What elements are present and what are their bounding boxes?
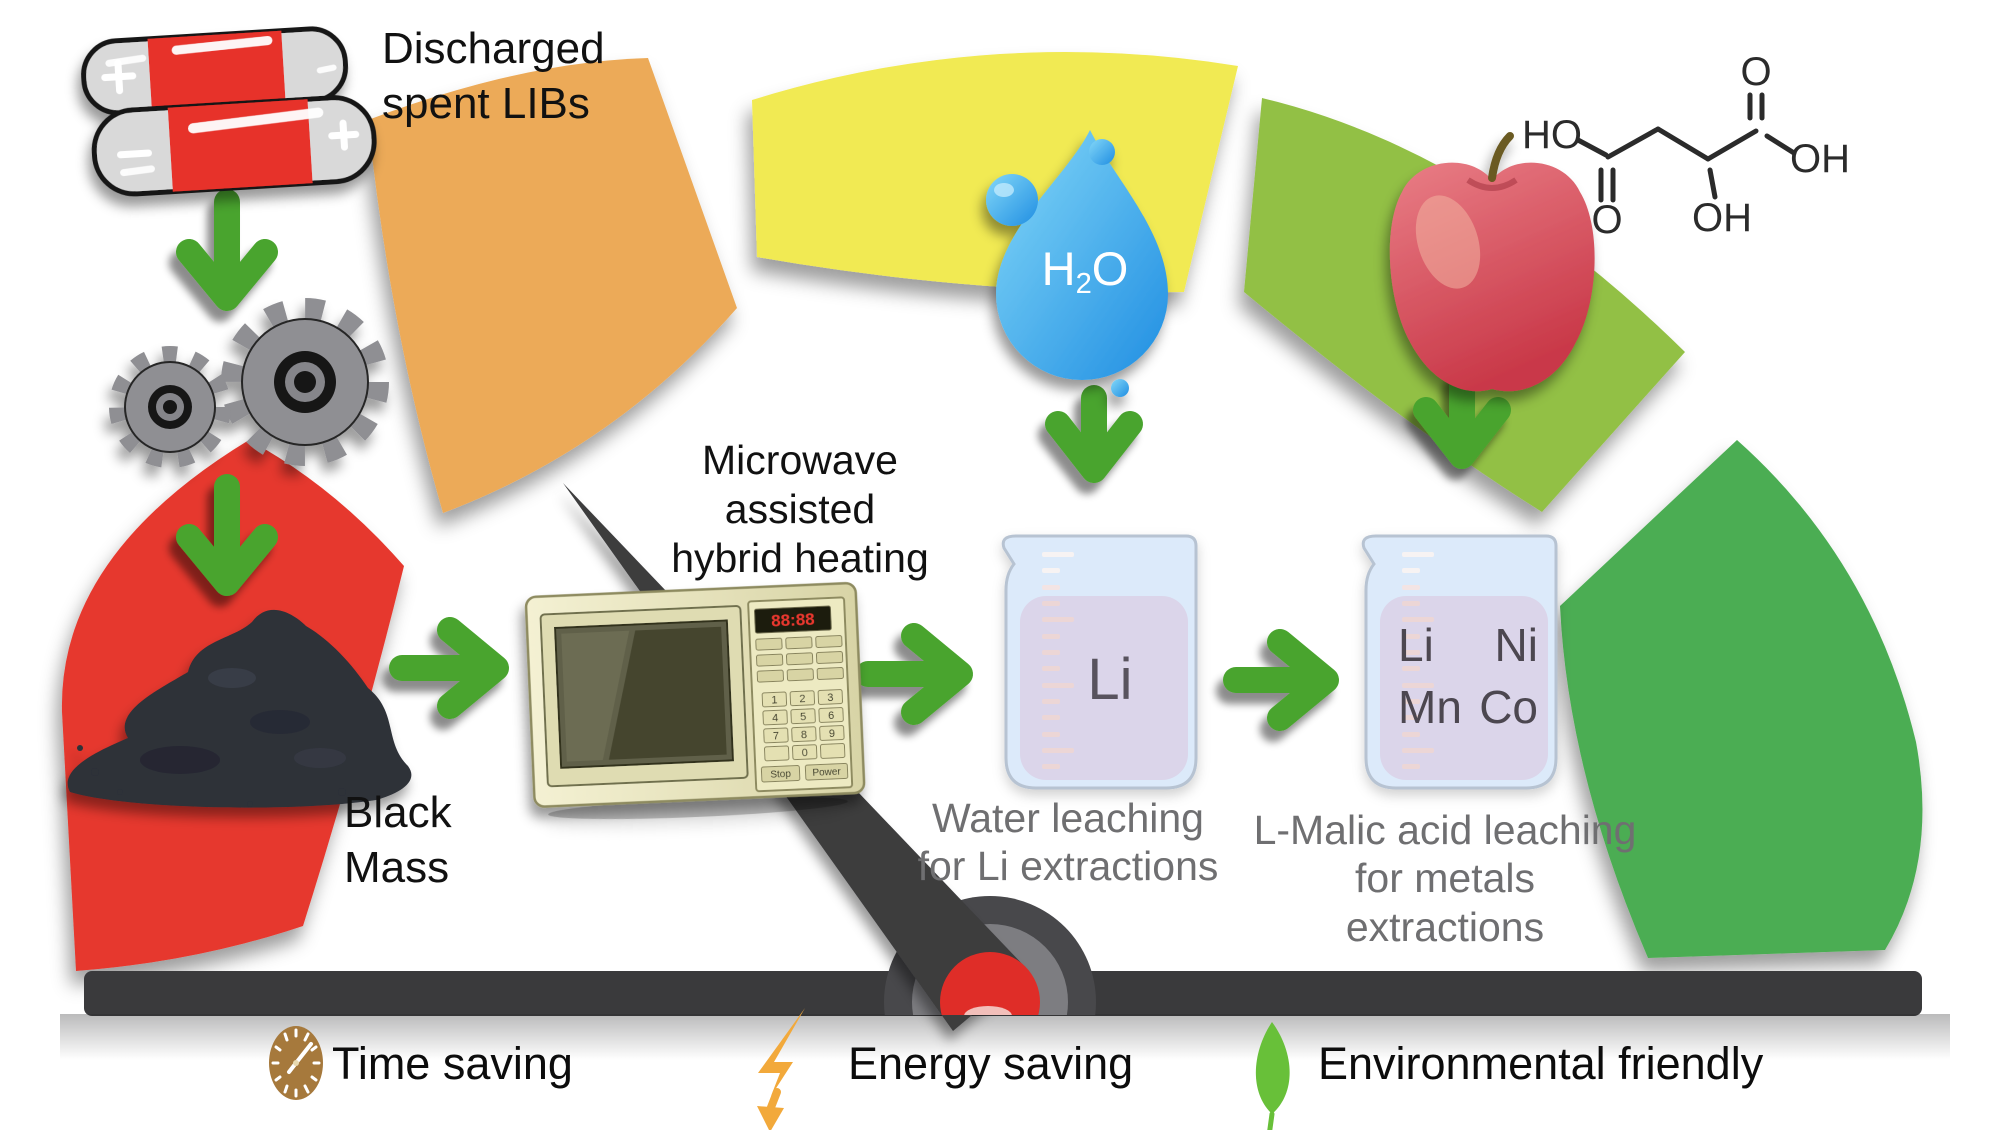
- legend-environmental-friendly: Environmental friendly: [1318, 1038, 1764, 1089]
- leaf-icon: [1255, 1022, 1290, 1130]
- malic-leaching-caption: L-Malic acid leaching for metals extract…: [1225, 806, 1665, 951]
- arrow-down-batteries-to-gears: [176, 189, 278, 311]
- svg-text:5: 5: [800, 711, 807, 723]
- microwave-power-button: Power: [812, 767, 841, 779]
- h2o-h: H: [1041, 242, 1076, 295]
- water-leaching-line1: Water leaching: [932, 795, 1204, 841]
- water-drop-icon: [986, 130, 1168, 397]
- metal-ni: Ni: [1494, 619, 1538, 671]
- svg-text:6: 6: [828, 710, 835, 722]
- black-mass-label-line2: Mass: [344, 842, 450, 892]
- clock-icon: [269, 1026, 323, 1100]
- arrow-right-blackmass-to-microwave: [389, 617, 509, 719]
- svg-text:2: 2: [799, 693, 806, 705]
- batteries-icon: [81, 26, 377, 197]
- arrow-right-beaker-to-beaker: [1223, 629, 1339, 731]
- microwave-keypad: 1 2 3 4 5 6 7 8 9 0: [771, 692, 836, 759]
- black-mass-icon: [67, 609, 412, 808]
- bar-shadow: [60, 1014, 1950, 1060]
- gauge-arc-orange: [368, 58, 737, 513]
- svg-text:1: 1: [771, 694, 778, 706]
- beaker-scale-ticks: [1402, 552, 1434, 769]
- legend-energy-saving: Energy saving: [848, 1038, 1134, 1089]
- microwave-icon: 88:88 1 2 3 4 5 6 7 8 9 0 Stop Power: [524, 581, 866, 820]
- malic-leaching-line2: for metals: [1355, 855, 1535, 902]
- microwave-display: 88:88: [771, 610, 815, 631]
- svg-text:8: 8: [801, 729, 808, 741]
- beaker-li-icon: [1001, 534, 1198, 790]
- metal-li: Li: [1398, 619, 1434, 671]
- svg-text:0: 0: [801, 747, 808, 759]
- beaker-scale-ticks: [1042, 552, 1074, 769]
- microwave-stop-button: Stop: [770, 769, 791, 781]
- lightning-icon: [757, 1008, 805, 1130]
- arrow-down-apple-to-beaker: [1413, 367, 1511, 469]
- water-leaching-caption: Water leaching for Li extractions: [886, 794, 1250, 891]
- svg-text:3: 3: [827, 692, 834, 704]
- svg-text:HO: HO: [1522, 113, 1582, 157]
- metal-co: Co: [1479, 681, 1538, 734]
- beaker-metals-content: Li Ni Mn Co: [1398, 614, 1538, 738]
- metal-mn: Mn: [1398, 681, 1462, 734]
- legend-time-saving: Time saving: [332, 1038, 573, 1089]
- svg-text:OH: OH: [1790, 137, 1850, 181]
- batteries-label-line1: Discharged: [382, 24, 605, 73]
- svg-text:9: 9: [829, 728, 836, 740]
- microwave-caption-line3: hybrid heating: [671, 535, 929, 582]
- microwave-caption: Microwave assisted hybrid heating: [600, 436, 1000, 584]
- black-mass-label: Black Mass: [344, 786, 452, 895]
- water-leaching-line2: for Li extractions: [917, 843, 1219, 890]
- beaker-li-content: Li: [1087, 647, 1133, 712]
- svg-text:O: O: [1740, 50, 1771, 94]
- batteries-label: Discharged spent LIBs: [382, 22, 605, 131]
- svg-text:4: 4: [772, 712, 779, 724]
- malic-leaching-line3: extractions: [1345, 903, 1545, 950]
- malic-leaching-line1: L-Malic acid leaching: [1253, 807, 1637, 853]
- malic-acid-structure: [1575, 92, 1797, 203]
- h2o-o: O: [1091, 242, 1129, 295]
- h2o-formula: H2O: [1000, 240, 1170, 302]
- microwave-caption-line1: Microwave: [702, 437, 898, 483]
- svg-text:OH: OH: [1692, 196, 1752, 240]
- black-mass-label-line1: Black: [344, 788, 452, 837]
- apple-icon: [1389, 132, 1595, 392]
- arrow-right-microwave-to-beaker: [855, 623, 973, 725]
- arrow-down-gears-to-blackmass: [176, 474, 278, 596]
- beaker-metals-icon: [1361, 534, 1558, 790]
- h2o-subscript: 2: [1075, 268, 1092, 301]
- gauge-hub-center: [940, 952, 1040, 1015]
- arrow-down-water-to-beaker: [1045, 385, 1143, 483]
- svg-text:O: O: [1591, 198, 1622, 242]
- gauge-arc-green: [1560, 440, 1923, 958]
- svg-text:7: 7: [773, 730, 780, 742]
- batteries-label-line2: spent LIBs: [382, 78, 590, 128]
- malic-acid-labels: HO O OH O OH: [1522, 50, 1850, 242]
- gears-icon: [109, 298, 389, 468]
- microwave-caption-line2: assisted: [724, 486, 876, 533]
